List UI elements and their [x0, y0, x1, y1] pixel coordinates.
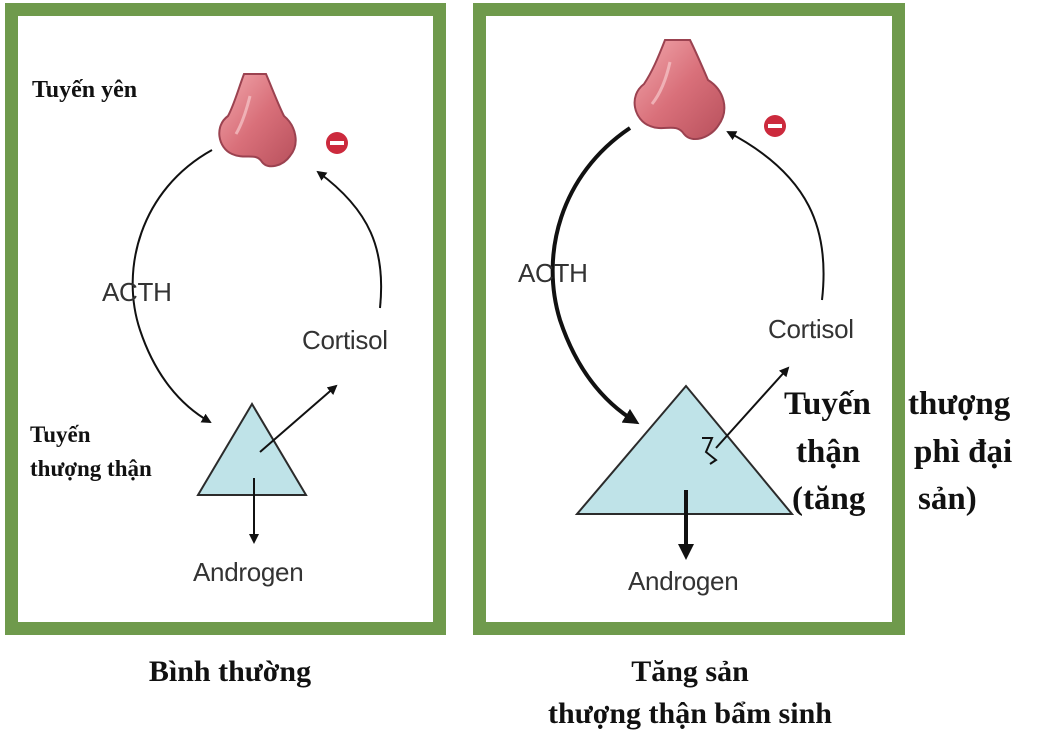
pituitary-label: Tuyến yên: [32, 77, 138, 103]
adrenal-label-line1: Tuyến: [30, 422, 91, 447]
normal-panel: [5, 3, 446, 635]
acth-arrow-right: [550, 126, 640, 425]
cortisol-feedback-arrow-left: [316, 170, 383, 309]
hyperplasia-caption-line1: Tăng sản: [631, 655, 749, 688]
adrenal-gland-left: [196, 402, 308, 496]
hypertrophy-note-l2a: thận: [796, 434, 861, 470]
adrenal-label-line2: thượng thận: [30, 456, 152, 481]
hypertrophy-note-l3a: (tăng: [792, 481, 866, 517]
acth-arrow-left: [131, 149, 213, 423]
androgen-label-left: Androgen: [193, 557, 304, 587]
normal-caption: Bình thường: [148, 655, 312, 688]
cortisol-label-right: Cortisol: [768, 314, 854, 344]
inhibition-sign-right: [764, 115, 786, 137]
cortisol-label-left: Cortisol: [302, 325, 388, 355]
pituitary-gland-left: [218, 73, 297, 168]
cortisol-feedback-arrow-right: [726, 131, 825, 301]
hypertrophy-note-l1a: Tuyến: [784, 386, 871, 422]
acth-label-left: ACTH: [102, 277, 172, 307]
cortisol-output-arrow-right: [715, 366, 790, 449]
hyperplasia-caption-line2: thượng thận bẩm sinh: [548, 697, 832, 730]
blocked-cortisol-mark: [702, 437, 718, 465]
pituitary-gland-right: [633, 39, 726, 141]
hypertrophy-note-l1b: thượng: [908, 386, 1011, 422]
acth-label-right: ACTH: [518, 258, 588, 288]
inhibition-sign-left: [326, 132, 348, 154]
hypertrophy-note-l3b: sản): [918, 481, 977, 517]
cortisol-output-arrow-left: [259, 384, 338, 453]
androgen-label-right: Androgen: [628, 566, 739, 596]
hypertrophy-note-l2b: phì đại: [914, 434, 1013, 470]
